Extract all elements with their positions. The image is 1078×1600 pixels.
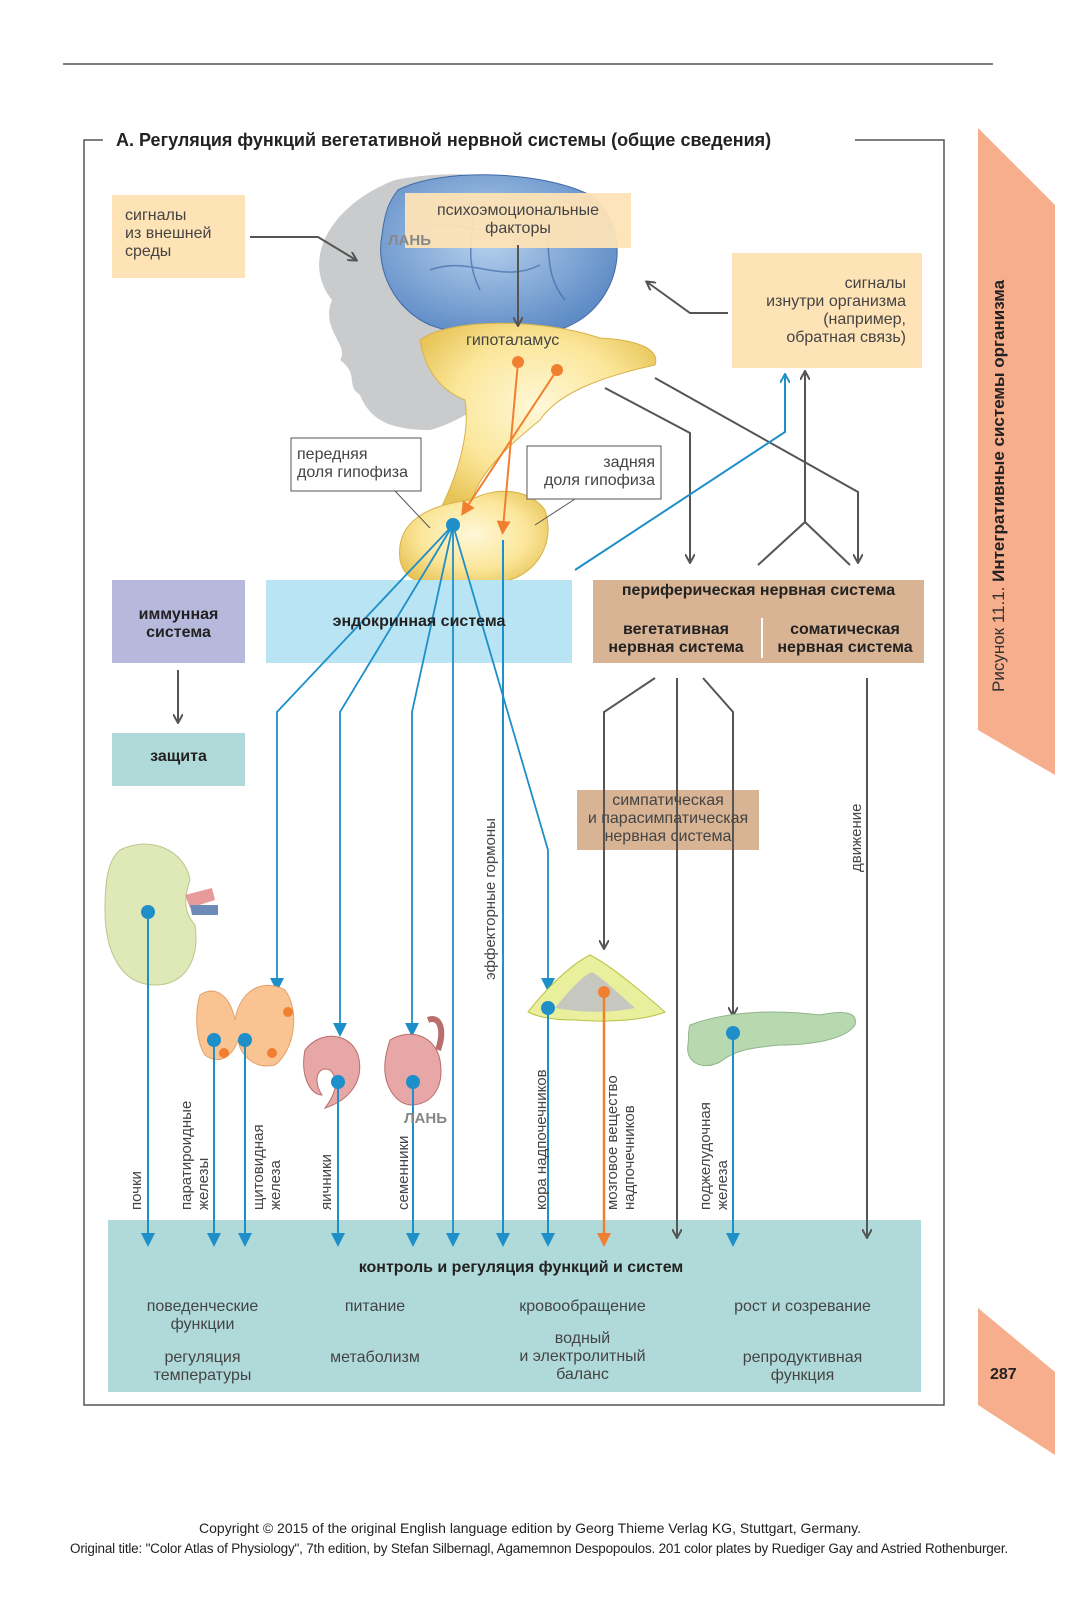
- control-growth: рост и созревание: [734, 1298, 871, 1315]
- movement-label: движение: [848, 803, 865, 872]
- effector-hormones-label: эффекторные гормоны: [482, 818, 499, 980]
- thyroid-label: щитовидная железа: [250, 1124, 284, 1210]
- arrow-hypo-soma: [654, 377, 858, 562]
- endocrine-box: [266, 580, 572, 663]
- external-signals-box: [112, 195, 245, 278]
- psycho-factors-label: психоэмоциональные факторы: [436, 202, 600, 237]
- psycho-factors-box: [405, 193, 631, 248]
- control-circulation: кровообращение: [519, 1298, 646, 1315]
- pituitary-fan: [270, 524, 555, 1247]
- page-number: 287: [990, 1366, 1017, 1383]
- page-tab: [978, 1308, 1055, 1455]
- protection-label: защита: [150, 748, 207, 765]
- peripheral-box: [593, 580, 924, 663]
- pancreas: [687, 1011, 856, 1067]
- control-nutrition: питание: [344, 1298, 406, 1315]
- external-signals-label: сигналы из внешней среды: [125, 207, 212, 260]
- immune-box: [112, 580, 245, 663]
- footer-line-2: Original title: "Color Atlas of Physiolo…: [70, 1541, 1008, 1556]
- parathyroid-label: паратироидные железы: [178, 1100, 212, 1210]
- figure-frame: [83, 139, 945, 1406]
- protection-box: [112, 733, 245, 786]
- ovary: [303, 1035, 361, 1109]
- peripheral-label: периферическая нервная система: [621, 582, 896, 599]
- posterior-label: задняя доля гипофиза: [544, 454, 655, 489]
- internal-signals-box: [732, 253, 922, 368]
- arrow-internal: [647, 282, 728, 314]
- internal-signals-label: сигналы изнутри организма (например, обр…: [766, 275, 906, 346]
- immune-label: иммунная система: [138, 606, 219, 641]
- testis: [384, 1033, 442, 1106]
- ovaries-label: яичники: [318, 1154, 335, 1210]
- anterior-label: передняя доля гипофиза: [297, 446, 408, 481]
- side-tab: [978, 128, 1055, 775]
- posterior-callout: [526, 445, 662, 500]
- somatic-label: соматическая нервная система: [777, 621, 913, 656]
- orange-anterior: [461, 369, 558, 516]
- watermark-bottom: ЛАНЬ: [404, 1110, 447, 1127]
- figure-title: А. Регуляция функций вегетативной нервно…: [112, 130, 776, 150]
- footer-line-1: Copyright © 2015 of the original English…: [199, 1520, 861, 1536]
- orange-posterior: [496, 361, 519, 535]
- testes-label: семенники: [395, 1135, 412, 1210]
- side-tab-text: Интегративные системы организма: [989, 279, 1008, 582]
- watermark-top: ЛАНЬ: [388, 232, 431, 249]
- thyroid: [196, 985, 295, 1067]
- side-tab-prefix: Рисунок 11.1.: [989, 586, 1008, 692]
- pancreas-label: поджелудочная железа: [697, 1102, 731, 1210]
- control-behavioral: поведенческие функции: [146, 1298, 259, 1333]
- control-box: [108, 1220, 921, 1392]
- adrenal-medulla-label: мозговое вещество надпочечников: [604, 1075, 638, 1210]
- arrow-feedback-gray: [757, 372, 805, 566]
- pituitary: [399, 490, 549, 588]
- autonomic-label: вегетативная нервная система: [608, 621, 744, 656]
- anterior-callout: [290, 437, 422, 492]
- adrenal-cortex-label: кора надпочечников: [533, 1069, 550, 1210]
- control-title: контроль и регуляция функций и систем: [358, 1259, 684, 1276]
- sympathetic-box: [577, 790, 759, 850]
- hypothalamus-label: гипоталамус: [466, 332, 560, 349]
- side-tab-title: Рисунок 11.1. Интегративные системы орга…: [989, 279, 1008, 692]
- arrow-auto-symp: [604, 677, 656, 948]
- kidneys-label: почки: [128, 1171, 145, 1210]
- sympathetic-label: симпатическая и парасимпатическая нервна…: [587, 792, 749, 845]
- arrow-feedback-blue: [574, 375, 785, 571]
- anterior-node: [446, 518, 460, 532]
- endocrine-label: эндокринная система: [332, 613, 506, 630]
- control-reproductive: репродуктивная функция: [742, 1349, 863, 1384]
- control-water: водный и электролитный баланс: [519, 1330, 646, 1383]
- arrow-hypo-auto: [604, 387, 690, 562]
- arrow-external: [250, 236, 356, 260]
- hypothalamus-shape: [419, 322, 657, 511]
- control-thermo: регуляция температуры: [153, 1349, 252, 1384]
- control-metabolism: метаболизм: [330, 1349, 420, 1366]
- arrow-auto-pancreas: [702, 677, 733, 1015]
